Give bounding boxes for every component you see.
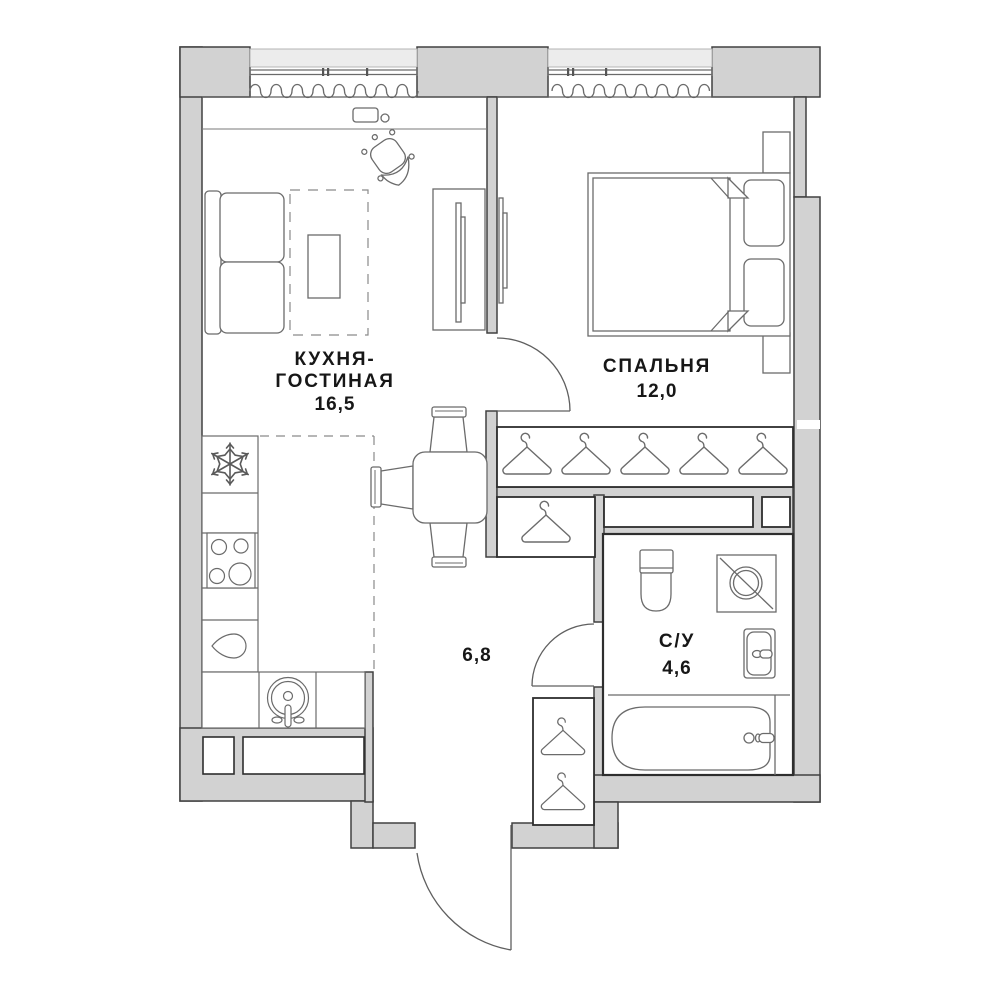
bedroom-door-swing-icon (496, 337, 571, 412)
wall-counter-edge (364, 671, 374, 803)
bathroom-door-swing-icon (531, 623, 595, 687)
bathtub-icon (608, 694, 790, 775)
pillow (743, 179, 785, 247)
nightstand-top (762, 131, 791, 174)
shelf-niche-small (761, 496, 791, 528)
sofa-icon (204, 190, 285, 335)
window-2-glass (547, 48, 713, 68)
walls (179, 46, 821, 849)
laptop-icon (352, 107, 379, 123)
storage (202, 426, 794, 826)
wall-right-thick (793, 196, 821, 803)
bathroom-label: С/У (659, 631, 695, 652)
bedroom-furniture (498, 131, 791, 374)
wall-entrance-left-stub (372, 822, 416, 849)
kitchen-living-area: 16,5 (315, 394, 356, 415)
entrance-door-swing-icon (416, 825, 512, 951)
wall-left (179, 46, 203, 802)
coffee-table (307, 234, 341, 299)
chair-bottom (429, 522, 468, 558)
bed-icon (587, 172, 791, 337)
wall-joint-notch (797, 420, 820, 429)
kitchen-living-label-line2: ГОСТИНАЯ (275, 371, 394, 392)
wall-niche-wide (242, 736, 365, 775)
wardrobe-5-hangers (496, 426, 794, 488)
toilet-icon (639, 549, 674, 612)
wall-under-bathroom-left (593, 801, 619, 849)
kitchen-counter-bottom (201, 671, 366, 729)
sink-icon (266, 676, 310, 728)
bedroom-label: СПАЛЬНЯ (603, 356, 711, 377)
kitchen (201, 435, 366, 729)
washing-machine-icon (716, 554, 777, 613)
wall-niche-small (202, 736, 235, 775)
washbasin-icon (743, 628, 776, 679)
hallway-area: 6,8 (462, 645, 491, 666)
tv-icon (455, 202, 462, 323)
window-1-glass (249, 48, 418, 68)
bathroom (601, 532, 795, 777)
windows (249, 48, 713, 99)
mouse-icon (380, 113, 390, 123)
rug-outline (289, 189, 369, 336)
chair-top (429, 416, 468, 453)
kitchen-living-label-line1: КУХНЯ- (294, 349, 375, 370)
nightstand-bottom (762, 332, 791, 374)
room-labels: КУХНЯ- ГОСТИНАЯ 16,5 СПАЛЬНЯ 12,0 6,8 С/… (275, 349, 711, 679)
window-frames (249, 67, 713, 76)
window-mullion-ticks (322, 68, 608, 76)
stove-burners-icon (206, 532, 256, 589)
office-chair-icon (361, 129, 415, 186)
tv-bracket (460, 216, 466, 304)
tv-bracket (502, 212, 508, 289)
wall-top-middle-pier (416, 46, 549, 98)
chair-left (380, 465, 414, 510)
doors (416, 337, 595, 951)
bathroom-area: 4,6 (662, 658, 691, 679)
teardrop-icon (211, 633, 247, 659)
pillow (743, 258, 785, 327)
dining-table-icon (412, 451, 488, 524)
shelf-niche-wide (603, 496, 754, 528)
dining-set (370, 406, 488, 568)
wall-top-left-block (179, 46, 251, 98)
wall-top-right-block (711, 46, 821, 98)
zone-dashed-boundary (260, 435, 375, 670)
bedroom-area: 12,0 (637, 381, 678, 402)
living-room-furniture (204, 107, 486, 336)
wall-right-thin (793, 96, 807, 198)
wall-partition-bedroom (486, 96, 498, 334)
wall-step-column (350, 800, 374, 849)
wall-bathroom-bottom (593, 774, 821, 803)
